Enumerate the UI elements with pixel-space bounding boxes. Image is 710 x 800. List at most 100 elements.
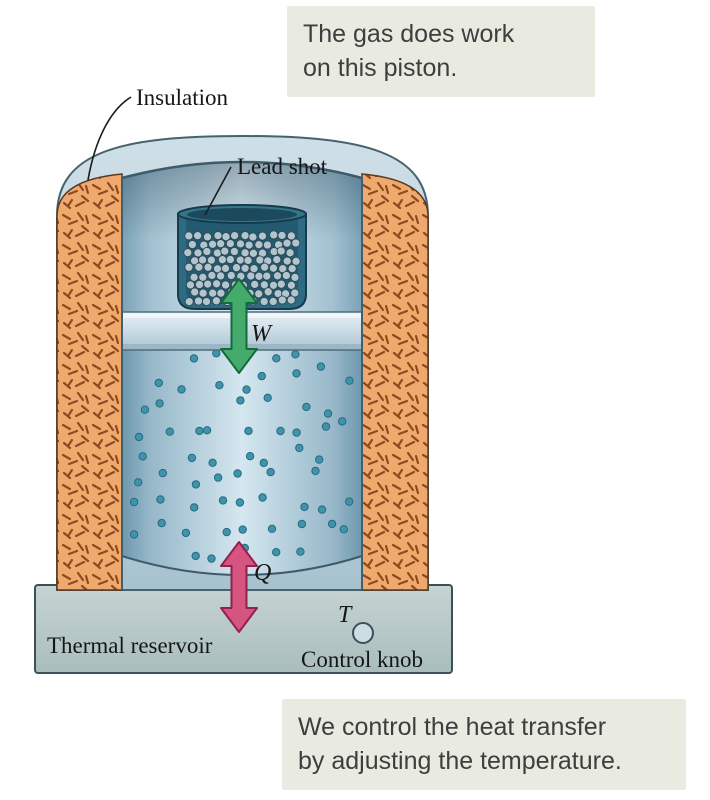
lead-shot-ball xyxy=(193,231,203,241)
gas-molecule-dot xyxy=(195,426,204,436)
lead-shot-ball xyxy=(189,272,199,282)
lead-shot-ball xyxy=(282,238,292,248)
gas-molecule-dot xyxy=(215,381,224,390)
lead-shot-ball xyxy=(226,270,236,281)
lead-shot-ball xyxy=(235,239,246,249)
lead-shot-ball xyxy=(208,239,218,249)
lead-shot-ball xyxy=(254,271,264,281)
lead-shot-ball xyxy=(184,231,194,241)
gas-molecule-dot xyxy=(218,496,228,505)
heat-label: Q xyxy=(254,560,271,586)
lead-shot-ball xyxy=(282,256,292,266)
lead-shot-ball xyxy=(286,280,296,290)
gas-molecule-dot xyxy=(157,518,166,528)
lead-shot-ball xyxy=(243,255,253,265)
lead-shot-ball xyxy=(250,279,260,289)
lead-shot-ball xyxy=(193,296,204,306)
lead-shot-ball xyxy=(268,263,278,273)
gas-molecule-dot xyxy=(158,468,168,478)
gas-molecule-dot xyxy=(291,350,300,359)
lead-shot-ball xyxy=(203,262,213,272)
gas-molecule-dot xyxy=(259,458,268,468)
gas-molecule-dot xyxy=(181,528,191,538)
lead-shot-ball xyxy=(262,240,272,250)
lead-shot-ball xyxy=(248,232,258,242)
lead-shot-ball xyxy=(184,297,194,307)
lead-shot-ball xyxy=(268,296,278,307)
lead-shot-ball xyxy=(211,296,221,306)
gas-molecule-dot xyxy=(233,469,242,478)
lead-shot-ball xyxy=(269,230,279,240)
lead-shot-label: Lead shot xyxy=(237,154,328,179)
gas-molecule-dot xyxy=(296,547,305,556)
gas-molecule-dot xyxy=(208,458,217,467)
lead-shot-ball xyxy=(193,248,203,258)
lead-shot-ball xyxy=(272,271,283,281)
lead-shot-ball xyxy=(287,264,297,274)
lead-shot-ball xyxy=(291,238,301,248)
lead-shot-ball xyxy=(259,296,269,307)
lead-shot-ball xyxy=(259,280,269,290)
gas-molecule-dot xyxy=(134,478,143,487)
insulation-outline-right xyxy=(361,173,429,591)
insulation-texture-left xyxy=(57,174,122,590)
gas-molecule-dot xyxy=(238,525,247,534)
gas-molecule-dot xyxy=(263,393,272,402)
insulation-walls xyxy=(56,173,429,591)
lead-shot-ball xyxy=(278,264,288,274)
lead-shot-ball xyxy=(286,295,296,305)
gas-molecule-dot xyxy=(276,426,285,436)
control-knob xyxy=(352,622,374,644)
lead-shot-ball xyxy=(262,271,272,281)
temperature-label: T xyxy=(338,602,353,628)
lead-shot-ball xyxy=(216,239,226,249)
gas-molecule-dot xyxy=(129,497,139,507)
gas-molecule-dot xyxy=(242,385,251,394)
lead-shot-ball xyxy=(213,231,223,241)
lead-shot-ball xyxy=(217,255,227,265)
lead-shot-ball xyxy=(285,248,295,258)
lead-shot-ball xyxy=(240,248,250,258)
lead-shot-ball xyxy=(202,246,212,257)
gas-molecule-dot xyxy=(258,493,267,502)
gas-molecule-dot xyxy=(272,354,281,363)
gas-molecule-dot xyxy=(140,405,150,414)
insulation-leader-line xyxy=(87,96,132,181)
lead-shot-ball xyxy=(230,231,240,241)
lead-shot-ball xyxy=(257,231,268,241)
lead-shot-ball xyxy=(220,246,230,256)
insulation-outline-left xyxy=(56,173,123,591)
gas-molecule-dot xyxy=(191,551,200,561)
lead-shot-ball xyxy=(263,287,273,297)
gas-molecule-dot xyxy=(207,554,216,563)
lead-shot-ball xyxy=(260,262,270,272)
gas-molecule-dot xyxy=(213,473,223,482)
gas-molecule-dot xyxy=(134,432,144,442)
gas-dots xyxy=(129,349,354,563)
lead-shot-ball xyxy=(194,262,204,272)
lead-shot-ball xyxy=(276,279,286,289)
lead-shot-ball xyxy=(221,232,231,242)
lead-shot-ball xyxy=(244,240,254,250)
lead-shot-ball xyxy=(231,263,242,273)
gas-molecule-dot xyxy=(154,378,164,388)
gas-molecule-dot xyxy=(189,354,199,363)
gas-molecule-dot xyxy=(177,385,186,394)
gas-molecule-dot xyxy=(345,497,354,506)
gas-molecule-dot xyxy=(323,409,333,418)
work-arrow xyxy=(220,278,258,374)
lead-shot-ball xyxy=(290,288,300,298)
lead-shot-ball xyxy=(194,279,205,290)
work-label: W xyxy=(251,321,273,347)
gas-molecule-dot xyxy=(156,495,165,504)
gas-molecule-dot xyxy=(266,467,275,477)
lead-shot-ball xyxy=(220,263,231,273)
gas-molecule-dot xyxy=(315,455,324,464)
gas-molecule-dot xyxy=(311,466,320,476)
gas-molecule-dot xyxy=(302,402,311,412)
gas-molecule-dot xyxy=(292,428,301,437)
gas-molecule-dot xyxy=(267,524,277,533)
gas-molecule-dot xyxy=(244,426,253,436)
lead-shot-balls xyxy=(183,230,301,307)
